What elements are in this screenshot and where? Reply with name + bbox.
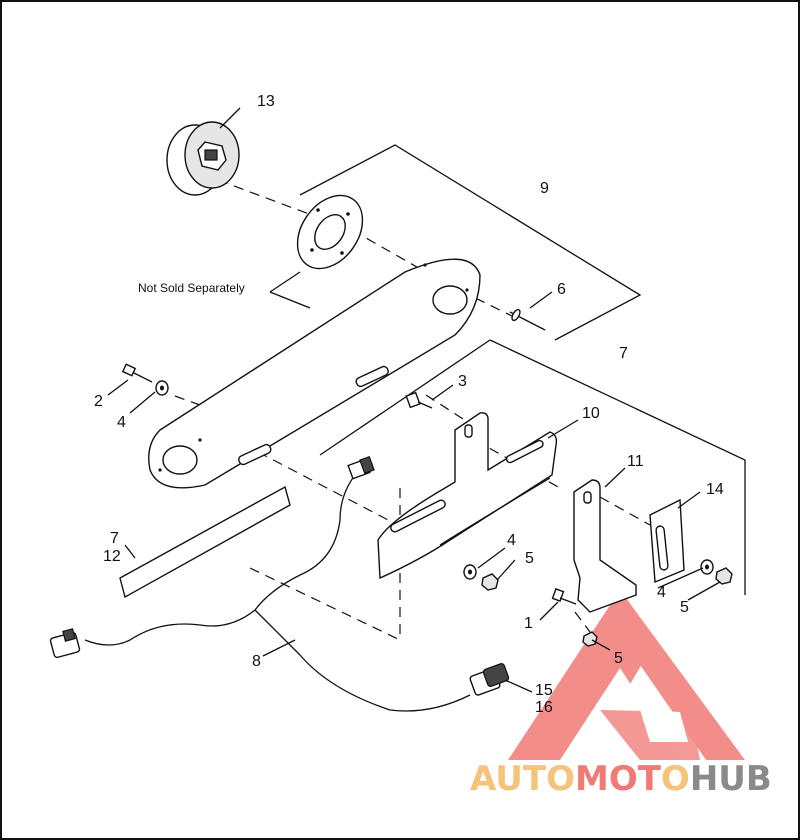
watermark-brand-segment: O: [661, 759, 690, 799]
grouping-lines: [269, 144, 746, 595]
callout-14: 14: [706, 481, 724, 498]
part-4-washer-left: [155, 380, 169, 396]
callout-7-top: 7: [619, 345, 628, 362]
part-5-nut-lower: [582, 631, 598, 647]
part-4-washer-right: [700, 559, 714, 575]
callout-5-right: 5: [680, 599, 689, 616]
not-sold-separately-note: Not Sold Separately: [138, 281, 245, 295]
callout-1: 1: [524, 615, 533, 632]
callout-13: 13: [257, 93, 275, 110]
callout-6: 6: [557, 281, 566, 298]
callout-15: 15: [535, 682, 553, 699]
callout-12: 12: [103, 548, 121, 565]
watermark-brand-b-text: HUB: [690, 759, 772, 799]
part-2-bolt: [121, 363, 153, 383]
watermark-brand-a-text: AUTOMOTO: [470, 759, 690, 799]
callout-3: 3: [458, 373, 467, 390]
callout-10: 10: [582, 405, 600, 422]
part-6-pin: [509, 308, 546, 331]
gasket-ring: [296, 194, 364, 270]
callout-8: 8: [252, 653, 261, 670]
callout-2: 2: [94, 393, 103, 410]
watermark-logo: [508, 590, 745, 760]
watermark-brand-segment: AUTO: [470, 759, 575, 799]
callout-16: 16: [535, 699, 553, 716]
part-4-washer-center: [463, 564, 477, 580]
callout-9: 9: [540, 180, 549, 197]
part-11-l-bracket: [573, 479, 637, 613]
part-5-nut-center: [481, 573, 499, 591]
callout-5-lower: 5: [614, 650, 623, 667]
callout-5-center: 5: [525, 550, 534, 567]
callout-7-strip: 7: [110, 530, 119, 547]
part-10-license-bracket: [377, 412, 558, 580]
part-8-wiring-harness: [49, 455, 510, 712]
part-13-round-reflector: [166, 121, 240, 196]
part-1-bolt: [551, 588, 577, 605]
watermark-wordmark: AUTOMOTOHUB: [470, 759, 772, 799]
callout-4-left: 4: [117, 414, 126, 431]
leader-lines: [107, 107, 721, 693]
watermark-brand-segment: MOT: [575, 759, 662, 799]
callout-4-center: 4: [507, 532, 516, 549]
mounting-plate: [148, 258, 481, 489]
callout-4-right: 4: [657, 584, 666, 601]
part-14-slotted-plate: [649, 498, 685, 584]
part-7-12-strip: [119, 485, 291, 599]
part-5-nut-right: [715, 567, 733, 585]
part-3-screw: [405, 391, 433, 409]
watermark-brand-a: AUTOMOTOHUB: [470, 759, 772, 799]
callout-11: 11: [627, 453, 644, 470]
callout-labels: 13 9 6 7 2 4 3 10 11 14 7 12 4 5 1 4 5 5…: [94, 93, 724, 716]
